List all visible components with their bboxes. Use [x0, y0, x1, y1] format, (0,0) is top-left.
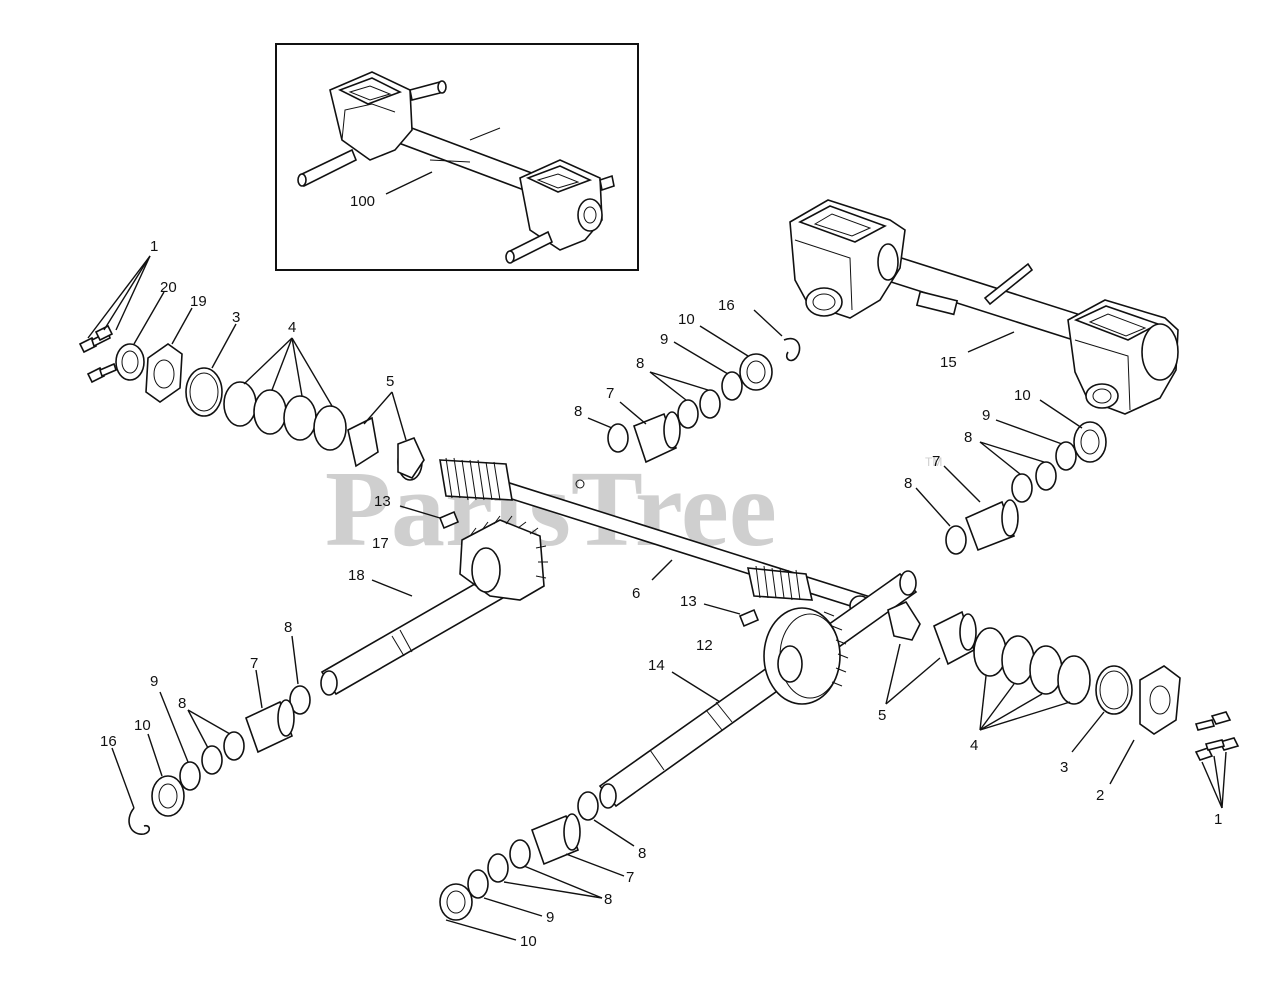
callout-18: 18: [348, 567, 365, 584]
callout-10-right: 10: [1014, 387, 1031, 404]
part-5-bearing-cup-left: [347, 416, 379, 468]
part-2-end-cover: [1139, 665, 1181, 735]
part-19-end-cover: [145, 343, 183, 403]
lower-left-bearing-group: 8 7 8 9 10 16: [100, 619, 311, 835]
callout-3-left: 3: [232, 309, 240, 326]
part-6-worm-shaft: 6: [439, 457, 881, 617]
right-cover-group: 5 4 3 2 1: [878, 600, 1240, 828]
callout-8-right-b: 8: [904, 475, 912, 492]
callout-13-left: 13: [374, 493, 391, 510]
callout-10-ll: 10: [134, 717, 151, 734]
callout-8-mid-b: 8: [636, 355, 644, 372]
watermark-trademark: TM: [925, 455, 942, 469]
callout-8-ll-b: 8: [178, 695, 186, 712]
callout-1-left: 1: [150, 238, 158, 255]
callout-13-mid: 13: [680, 593, 697, 610]
callout-100: 100: [350, 193, 375, 210]
callout-9-bot: 9: [546, 909, 554, 926]
callout-12: 12: [696, 637, 713, 654]
callout-3-right: 3: [1060, 759, 1068, 776]
callout-9-ll: 9: [150, 673, 158, 690]
callout-8-right: 8: [964, 429, 972, 446]
part-10-seal-mid: [739, 353, 773, 391]
callout-5-right: 5: [878, 707, 886, 724]
callout-8-mid: 8: [574, 403, 582, 420]
callout-8-ll: 8: [284, 619, 292, 636]
callout-5-left: 5: [386, 373, 394, 390]
part-13-key-left: 13: [374, 493, 460, 530]
callout-7-mid: 7: [606, 385, 614, 402]
part-3-gasket-right: [1095, 665, 1133, 715]
callout-8-bot: 8: [638, 845, 646, 862]
part-13-key-mid: 13: [680, 593, 760, 628]
callout-6: 6: [632, 585, 640, 602]
part-17-gear: 17: [372, 515, 548, 601]
part-8-washer-mid: [607, 423, 629, 453]
callout-9-mid: 9: [660, 331, 668, 348]
part-16-clip-lower: [128, 807, 151, 835]
callout-8-bot-b: 8: [604, 891, 612, 908]
callout-9-right: 9: [982, 407, 990, 424]
callout-2: 2: [1096, 787, 1104, 804]
left-cover-group: 1 20 19 3 4 5: [78, 238, 425, 481]
part-1-bolt-right: [1194, 711, 1240, 761]
callout-10-bot: 10: [520, 933, 537, 950]
mid-upper-bearing-group: 8 7 8 9 10 16: [574, 297, 801, 464]
part-20-seal: [115, 343, 145, 381]
part-5-bearing-cone-left: [397, 436, 425, 479]
callout-7-right: 7: [932, 453, 940, 470]
part-15-axle-housing: 15: [789, 199, 1179, 415]
callout-10-mid: 10: [678, 311, 695, 328]
part-1-bolt-left: [78, 324, 117, 384]
right-upper-bearing-group: 8 7 8 9 10: [904, 387, 1107, 555]
part-16-clip-top: [783, 337, 801, 362]
part-14-shaft: 14: [598, 570, 918, 809]
callout-20: 20: [160, 279, 177, 296]
callout-7-bot: 7: [626, 869, 634, 886]
part-5-bearing-cone-right: [887, 600, 921, 641]
part-12-gear: 12: [696, 607, 849, 705]
bottom-bearing-group: 8 7 8 9 10: [439, 791, 646, 950]
callout-4-left: 4: [288, 319, 296, 336]
callout-17: 17: [372, 535, 389, 552]
callout-19: 19: [190, 293, 207, 310]
inset-assembly-view: 100: [275, 43, 639, 271]
callout-1-right: 1: [1214, 811, 1222, 828]
callout-4-right: 4: [970, 737, 978, 754]
part-3-gasket-left: [185, 367, 223, 417]
callout-15: 15: [940, 354, 957, 371]
callout-7-ll: 7: [250, 655, 258, 672]
callout-16-ll: 16: [100, 733, 117, 750]
callout-14: 14: [648, 657, 665, 674]
callout-16-top: 16: [718, 297, 735, 314]
part-9-seal-mid: [721, 371, 743, 401]
